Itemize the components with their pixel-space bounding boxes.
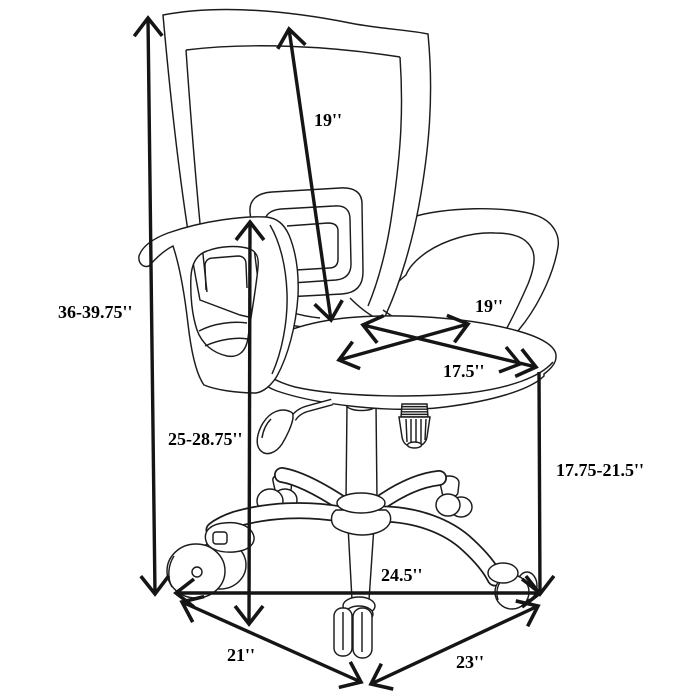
label-seat-width: 19'' — [475, 296, 503, 316]
chair-adjustment-knob — [398, 403, 431, 449]
chair-caster-front — [333, 596, 376, 659]
arrow-seat-back-to-floor — [233, 219, 266, 627]
chair-caster-left — [166, 521, 255, 599]
chair-caster-back-right — [435, 475, 473, 518]
chair-seat — [252, 315, 557, 411]
chair-drawing — [138, 8, 560, 659]
chair-caster-right — [487, 562, 538, 610]
arrow-base-right — [368, 599, 541, 691]
label-base-right: 23'' — [456, 652, 484, 672]
arrow-back-height — [276, 26, 344, 323]
label-seat-back-to-floor: 25-28.75'' — [168, 429, 243, 449]
arrow-seat-depth — [360, 314, 539, 378]
label-base-width: 24.5'' — [381, 565, 423, 585]
label-seat-height: 17.75-21.5'' — [556, 460, 644, 480]
chair-leg-right — [371, 505, 504, 587]
dimension-labels: 36-39.75'' 19'' 25-28.75'' 19'' 17.5'' 1… — [58, 110, 644, 672]
label-seat-depth: 17.5'' — [443, 361, 485, 381]
label-back-height: 19'' — [314, 110, 342, 130]
chair-right-armrest — [395, 208, 560, 337]
chair-leg-front — [347, 525, 375, 601]
chair-tilt-lever — [256, 398, 333, 455]
label-overall-height: 36-39.75'' — [58, 302, 133, 322]
arrow-seat-depth-extra-chevron — [498, 345, 523, 374]
arrow-overall-height — [132, 15, 171, 597]
arrow-seat-height — [524, 371, 556, 597]
dimension-arrows — [132, 15, 556, 691]
arrow-base-left — [179, 594, 364, 690]
label-base-left: 21'' — [227, 645, 255, 665]
chair-gas-cylinder — [330, 398, 392, 536]
